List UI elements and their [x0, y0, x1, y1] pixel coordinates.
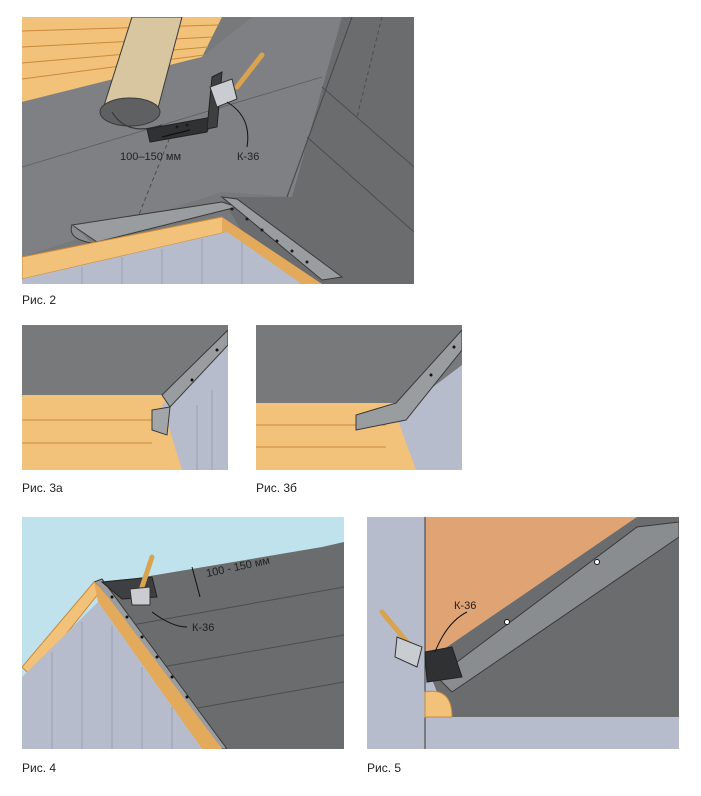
figure-3b-illustration	[256, 325, 462, 470]
figure-2-illustration: 100–150 мм К-36	[22, 17, 414, 284]
figure-5: К-36	[367, 517, 679, 749]
fig2-adhesive-label: К-36	[237, 151, 259, 163]
figure-4-caption: Рис. 4	[22, 761, 57, 775]
figure-4-illustration: 100 - 150 мм К-36	[22, 517, 344, 749]
figure-2: 100–150 мм К-36	[22, 17, 414, 284]
fig2-dimension-label: 100–150 мм	[120, 151, 181, 163]
fig5-adhesive-label: К-36	[454, 600, 476, 612]
figure-3a-caption: Рис. 3а	[22, 481, 63, 495]
figure-3b	[256, 325, 462, 470]
figure-3b-caption: Рис. 3б	[256, 481, 297, 495]
figure-5-caption: Рис. 5	[367, 761, 402, 775]
figure-4: 100 - 150 мм К-36	[22, 517, 344, 749]
figure-5-illustration: К-36	[367, 517, 679, 749]
figure-2-caption: Рис. 2	[22, 293, 57, 307]
fig4-adhesive-label: К-36	[192, 622, 214, 634]
figure-3a-illustration	[22, 325, 228, 470]
figure-3a	[22, 325, 228, 470]
